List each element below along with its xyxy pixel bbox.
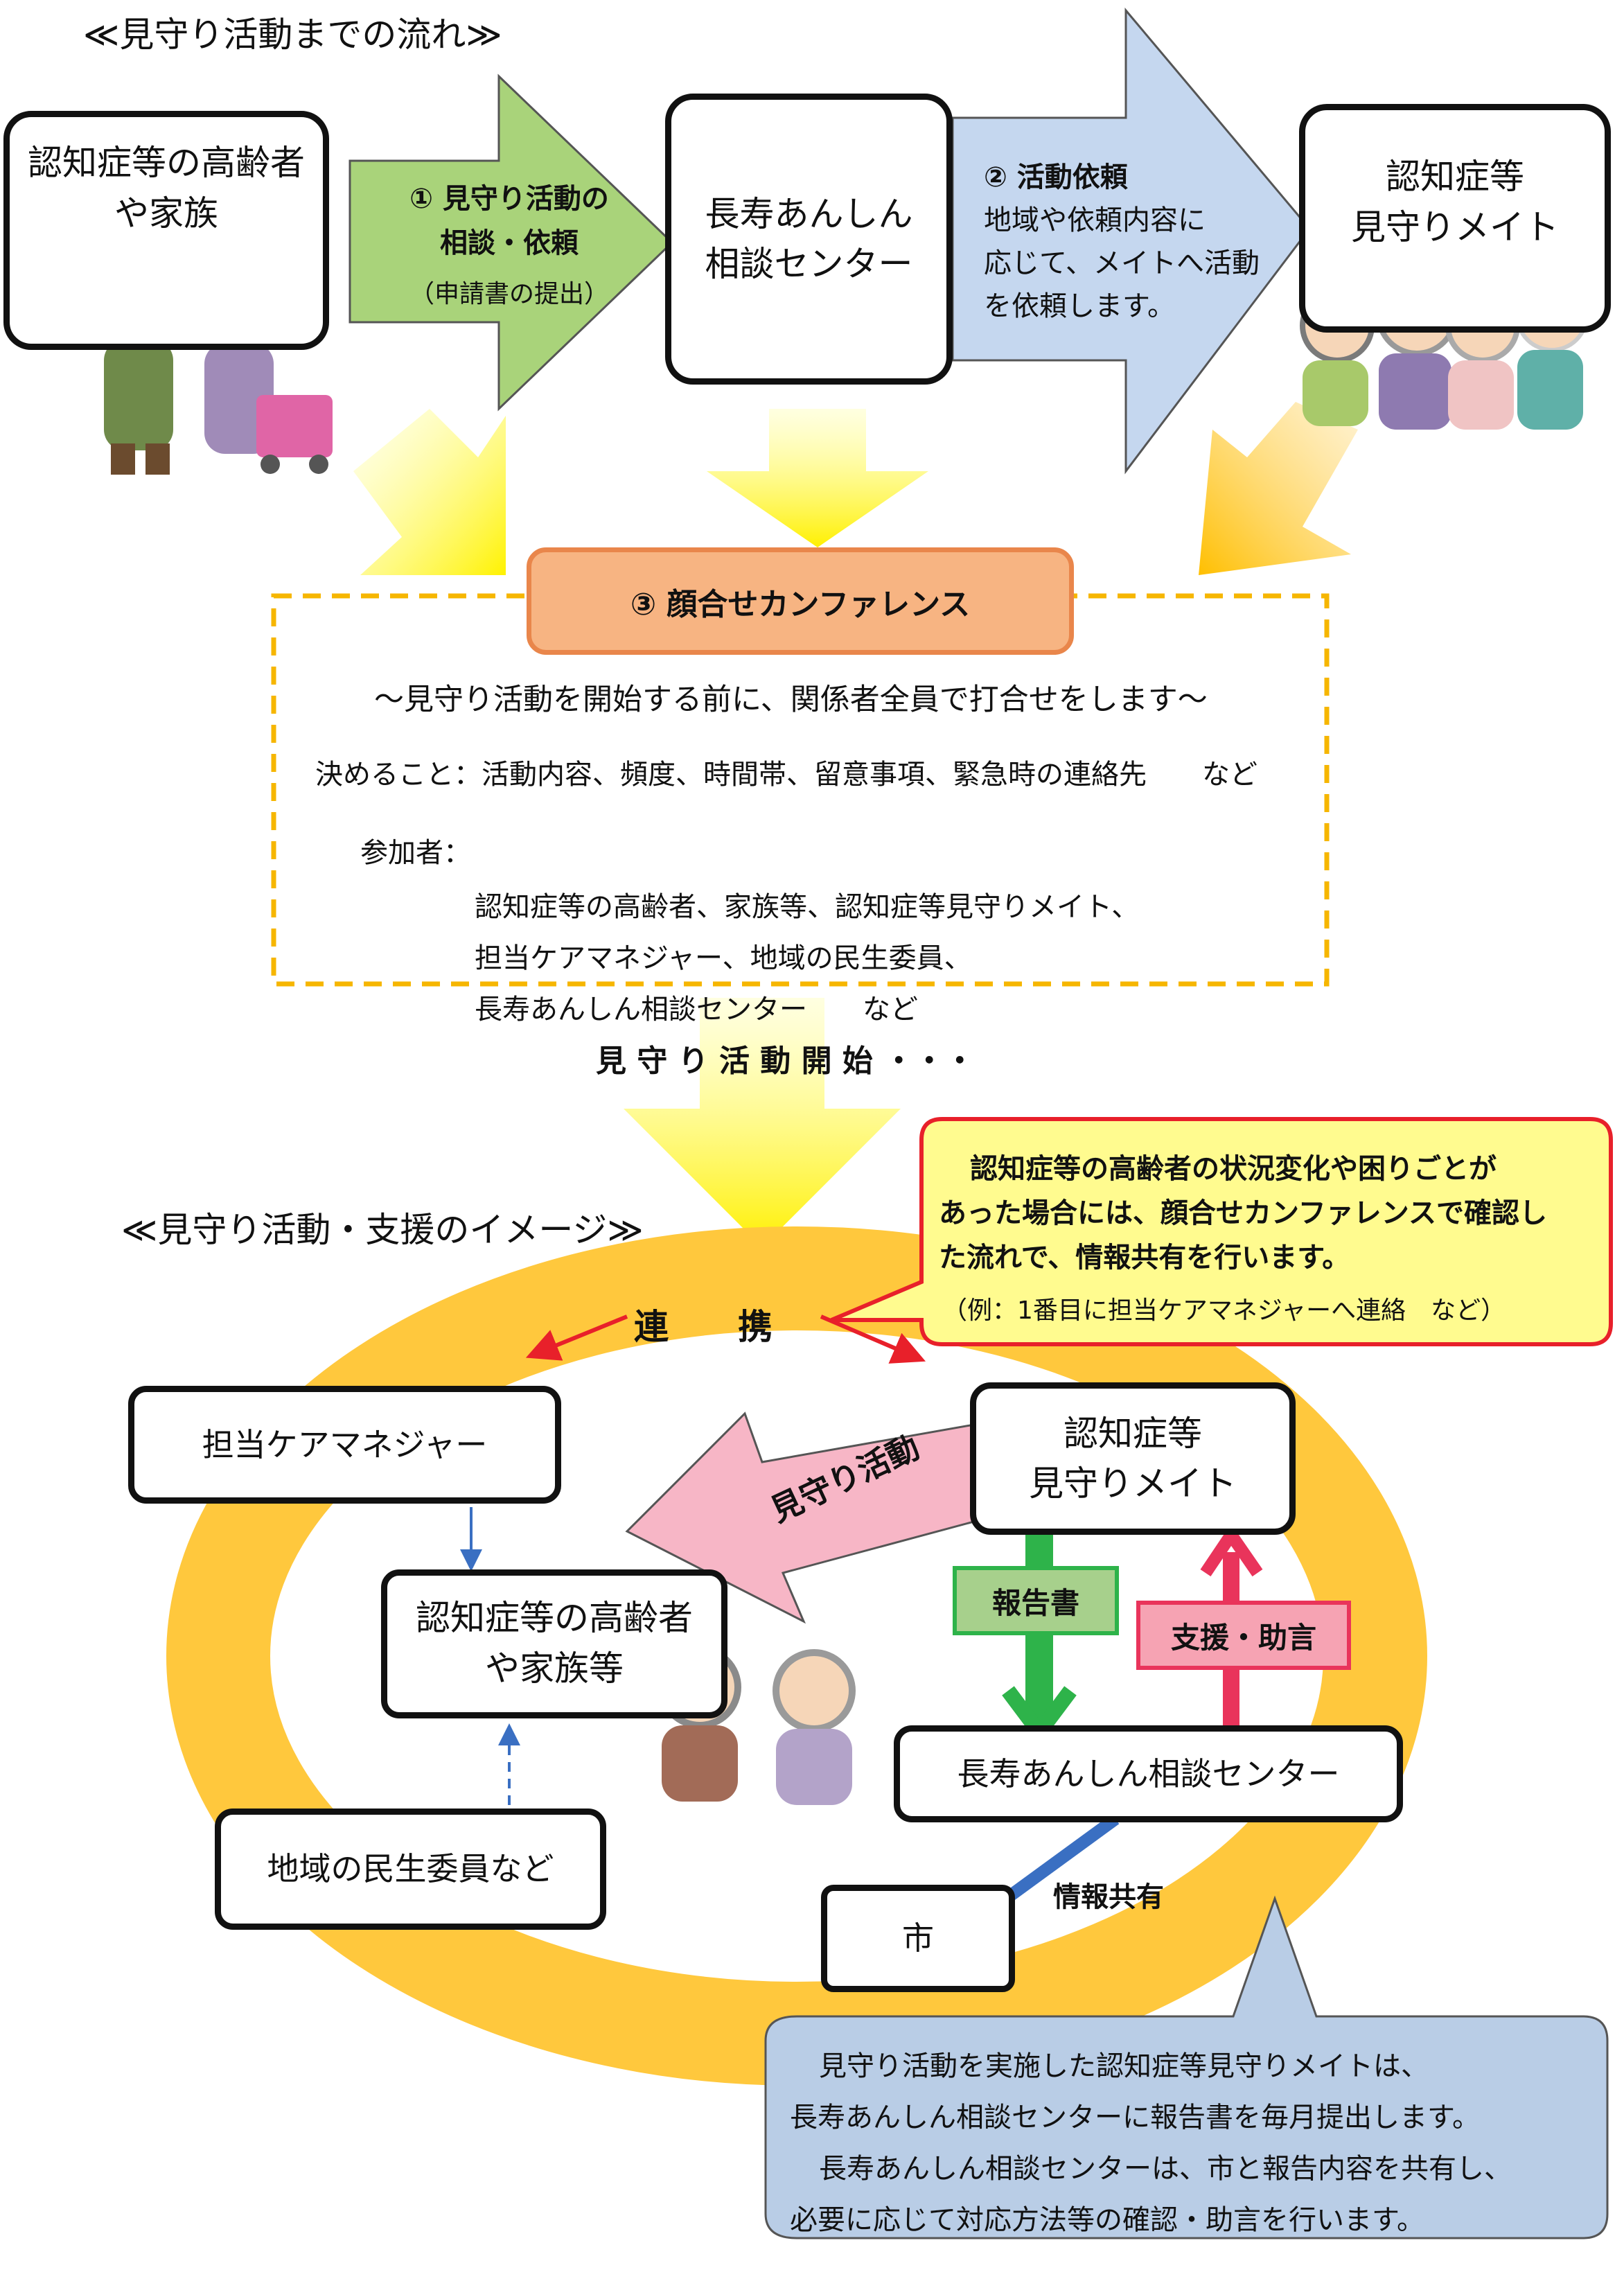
down-arrow-center [707,409,928,547]
callout-blue-bubble [764,1895,1609,2239]
callout-blue-line2: 長寿あんしん相談センターに報告書を毎月提出します。 [790,2102,1480,2133]
city-box: 市 [821,1885,1015,1992]
conference-subtitle: ～見守り活動を開始する前に、関係者全員で打合せをします～ [374,683,1208,717]
step1-label: ① 見守り活動の 相談・依頼 [364,177,655,265]
step1-note: （申請書の提出） [409,280,609,308]
elderly-box-line1: 認知症等の高齢者 [28,143,305,183]
participants-line3: 長寿あんしん相談センター など [475,994,918,1026]
callout-red-line1: 認知症等の高齢者の状況変化や困りごとが [970,1153,1497,1185]
elderly-family-box: 認知症等の高齢者 や家族 [3,111,329,350]
mate-box-line1: 認知症等 [1386,157,1524,197]
elderly2-box: 認知症等の高齢者 や家族等 [381,1569,727,1718]
step2-line2: 応じて、メイトへ活動 [984,247,1260,279]
section2-title: ≪見守り活動・支援のイメージ≫ [121,1210,644,1250]
callout-blue-text: 見守り活動を実施した認知症等見守りメイトは、 長寿あんしん相談センターに報告書を… [790,2041,1600,2246]
step1-arrow [348,73,674,412]
mate-box: 認知症等 見守りメイト [1299,104,1611,333]
callout-red-line2: あった場合には、顔合せカンファレンスで確認し [939,1197,1547,1229]
callout-blue-line4: 必要に応じて対応方法等の確認・助言を行います。 [790,2204,1424,2236]
center-box-line2: 相談センター [705,244,913,284]
elderly-box-line2: や家族 [114,193,218,234]
decide-label: 決めること： [315,759,482,791]
conference-title: ③ 顔合せカンファレンス [527,547,1074,655]
participants-line2: 担当ケアマネジャー、地域の民生委員、 [475,942,972,974]
step2-arrow [951,7,1311,475]
welfare-box: 地域の民生委員など [215,1809,606,1930]
callout-red-line3: た流れで、情報共有を行います。 [939,1242,1350,1274]
callout-red-bubble [830,1117,1613,1346]
care-manager-box: 担当ケアマネジャー [128,1386,561,1504]
elderly2-line2: や家族等 [485,1648,624,1689]
down-arrow-start [624,998,901,1247]
report-label: 報告書 [953,1566,1119,1635]
callout-blue-line3: 長寿あんしん相談センターは、市と報告内容を共有し、 [819,2153,1512,2185]
mate2-line2: 見守りメイト [1029,1463,1237,1504]
participants-line1: 認知症等の高齢者、家族等、認知症等見守りメイト、 [475,891,1140,923]
participants-list: 認知症等の高齢者、家族等、認知症等見守りメイト、担当ケアマネジャー、地域の民生委… [475,830,1139,1035]
step2-label: ② 活動依頼 地域や依頼内容に 応じて、メイトへ活動 を依頼します。 [984,156,1260,328]
mate-box-line2: 見守りメイト [1351,206,1559,247]
down-arrow-right [1199,402,1358,575]
decide-text: 活動内容、頻度、時間帯、留意事項、緊急時の連絡先 など [482,759,1257,791]
start-text: 見 守 り 活 動 開 始 ・・・ [596,1044,976,1079]
step1-title-line2: 相談・依頼 [440,227,579,259]
section1-title: ≪見守り活動までの流れ≫ [83,15,502,55]
conference-decide: 決めること：活動内容、頻度、時間帯、留意事項、緊急時の連絡先 など [315,752,1257,792]
down-arrow-left [353,409,506,575]
step2-title: ② 活動依頼 [984,161,1128,193]
info-share-label: 情報共有 [1053,1881,1164,1913]
participants-label: 参加者： [360,837,471,869]
mate2-box: 認知症等 見守りメイト [970,1382,1296,1535]
callout-red-text: 認知症等の高齢者の状況変化や困りごとが あった場合には、顔合せカンファレンスで確… [939,1147,1597,1280]
elderly2-line1: 認知症等の高齢者 [416,1598,693,1638]
callout-blue-line1: 見守り活動を実施した認知症等見守りメイトは、 [819,2050,1429,2082]
center-box: 長寿あんしん 相談センター [665,94,953,385]
step1-title-line1: ① 見守り活動の [409,183,609,215]
center2-box: 長寿あんしん相談センター [894,1725,1403,1822]
callout-red-example: （例：1番目に担当ケアマネジャーへ連絡 など） [942,1296,1506,1325]
cooperation-label: 連 携 [634,1307,773,1347]
center-box-line1: 長寿あんしん [705,193,913,234]
mate2-line1: 認知症等 [1063,1413,1202,1454]
step2-line3: を依頼します。 [984,290,1175,322]
step2-line1: 地域や依頼内容に [984,204,1206,236]
support-label: 支援・助言 [1136,1601,1351,1670]
